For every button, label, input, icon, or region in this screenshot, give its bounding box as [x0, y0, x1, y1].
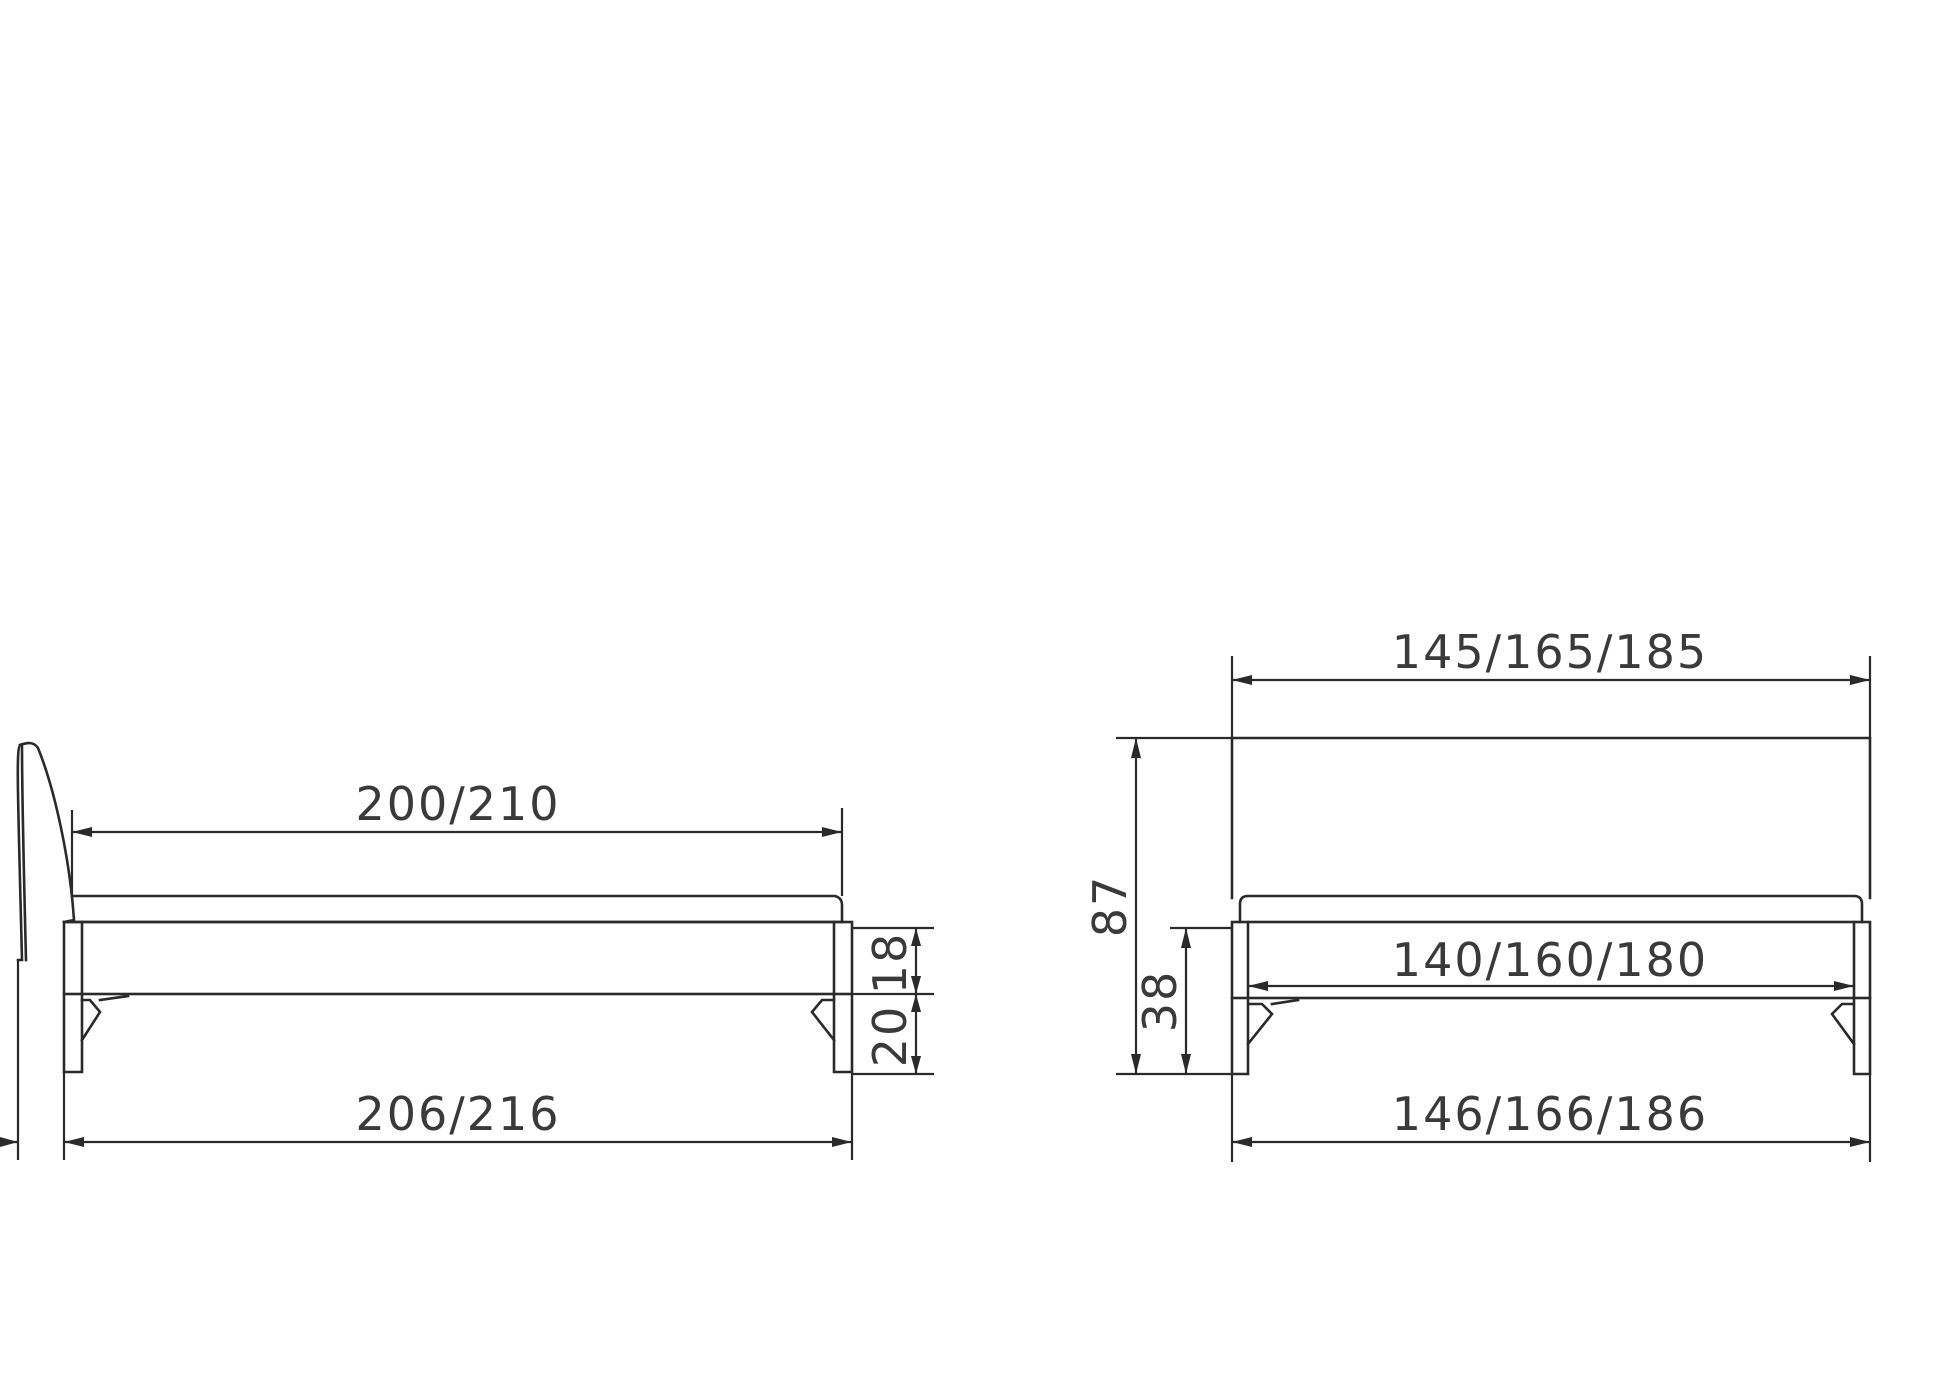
foot-leg-bracket: [810, 998, 836, 1042]
dim-total-height-label: 87: [1083, 875, 1137, 938]
dim-length-inner-label: 200/210: [355, 777, 560, 831]
dim-length-outer-label: 206/216: [355, 1087, 560, 1141]
dim-length-inner: 200/210: [70, 777, 844, 896]
dim-width-outer: 146/166/186: [1230, 1074, 1872, 1162]
front-mattress: [1238, 894, 1864, 924]
front-frame-rail: [1230, 920, 1872, 1000]
headboard: [16, 741, 76, 962]
front-headboard: [1230, 736, 1872, 900]
dim-width-top-label: 145/165/185: [1392, 625, 1708, 679]
dim-width-outer-label: 146/166/186: [1392, 1087, 1708, 1141]
foot-leg: [832, 992, 854, 1074]
dim-length-outer: 206/216: [0, 960, 854, 1160]
front-right-leg: [1830, 996, 1872, 1076]
side-frame-rail: [62, 920, 854, 996]
dim-total-height: 87: [1083, 736, 1232, 1076]
mattress: [62, 894, 844, 924]
dim-width-inner: 140/160/180: [1248, 933, 1854, 991]
front-left-leg: [1230, 996, 1300, 1076]
side-view: 200/210 206/216 18 20: [0, 741, 934, 1160]
head-leg-bracket: [80, 994, 130, 1042]
dim-frame-height-label: 18: [863, 932, 917, 995]
dim-frame-heights: 18 20: [852, 926, 934, 1076]
dim-leg-height-label: 20: [863, 1005, 917, 1068]
head-leg: [62, 992, 84, 1074]
dim-bed-height-label: 38: [1133, 970, 1187, 1033]
dim-width-inner-label: 140/160/180: [1392, 933, 1708, 987]
dim-bed-height: 38: [1133, 926, 1232, 1074]
front-view: 145/165/185 140/160/180 146/166/186 87: [1083, 625, 1872, 1162]
dim-width-top: 145/165/185: [1230, 625, 1872, 738]
